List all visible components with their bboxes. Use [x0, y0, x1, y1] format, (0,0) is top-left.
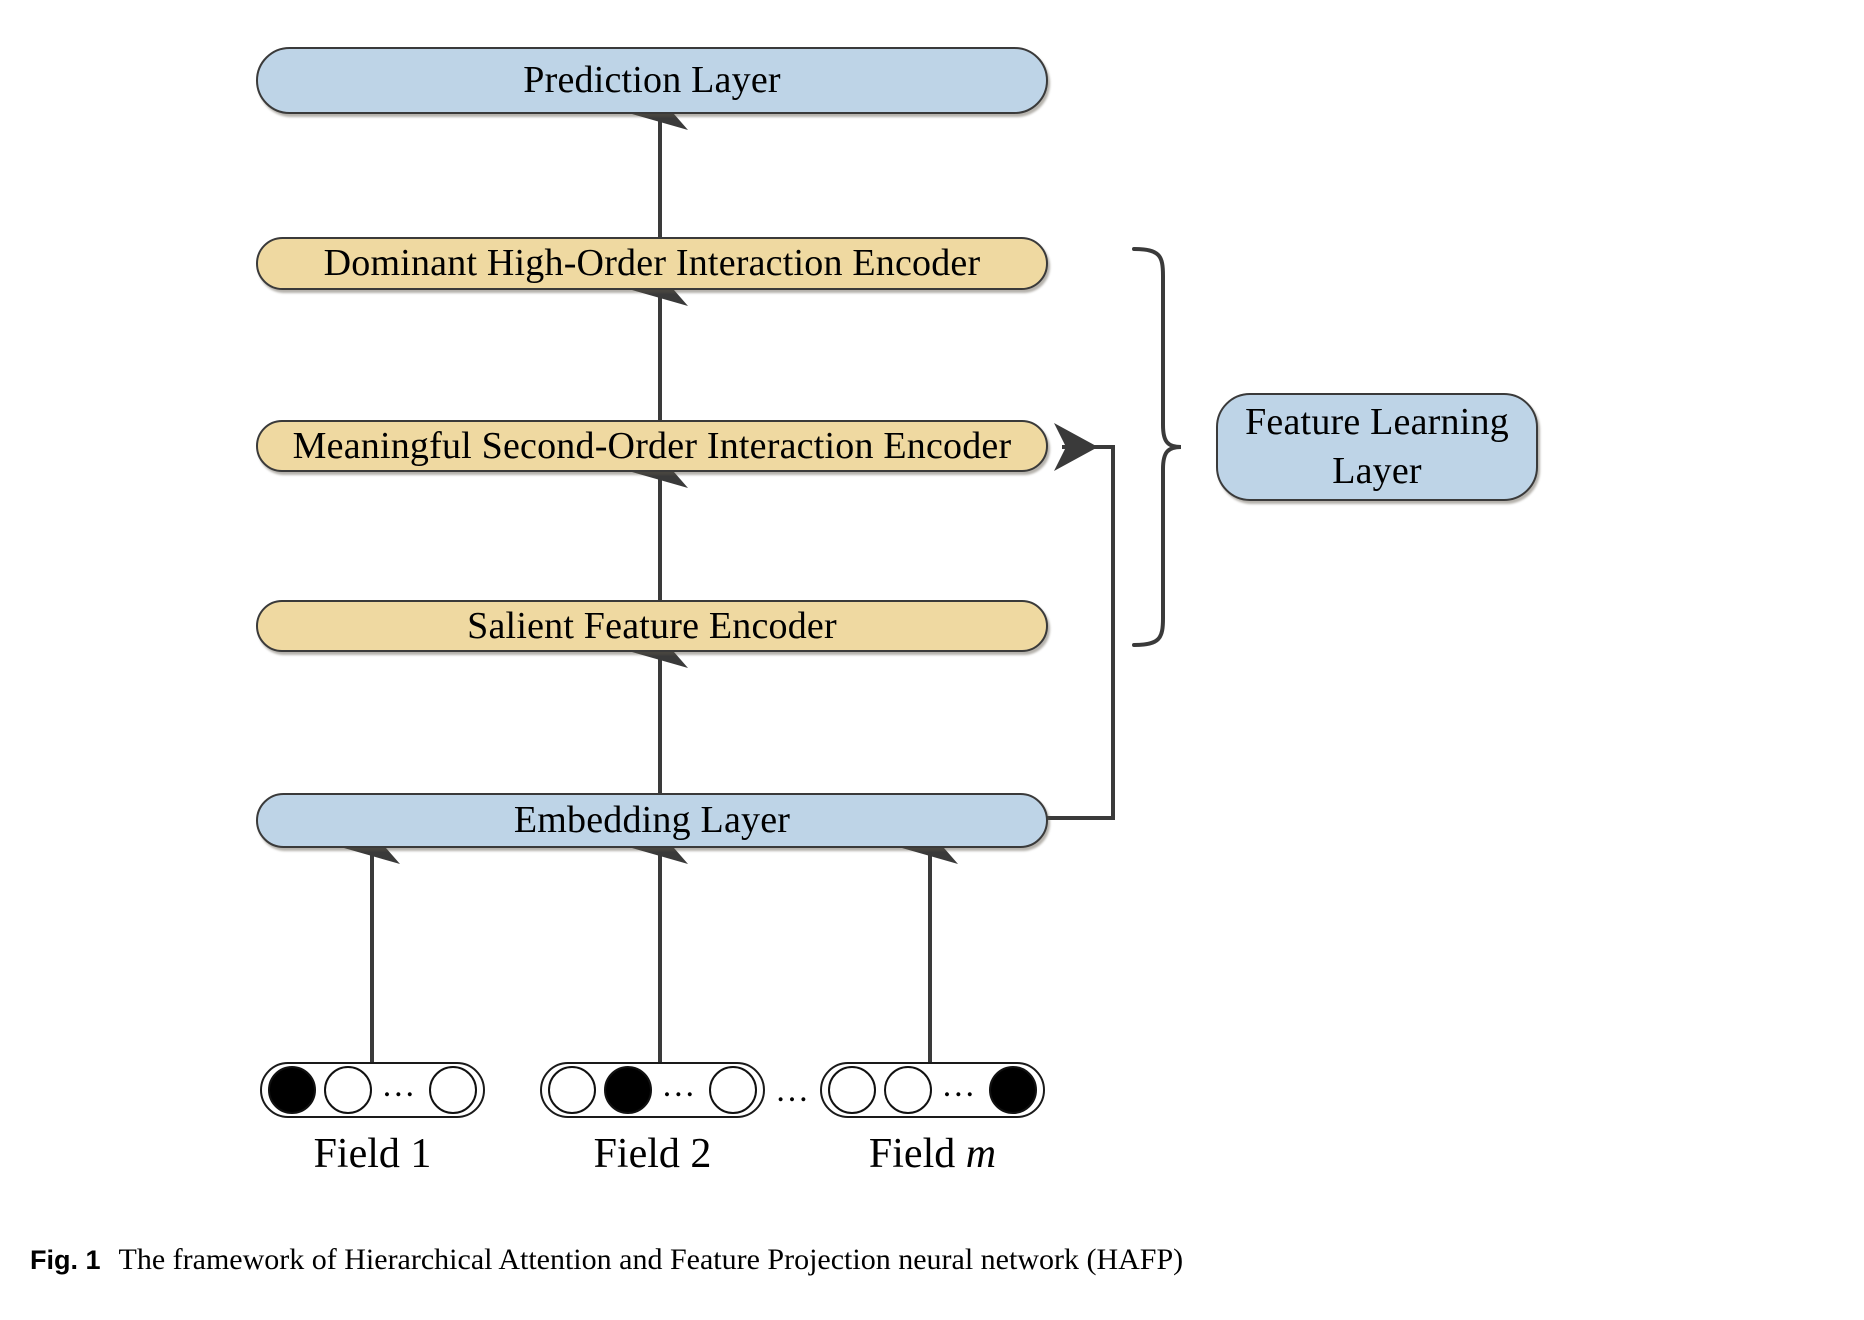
figure-caption: Fig. 1 The framework of Hierarchical Atte…	[30, 1243, 1183, 1277]
field-m-node-2	[883, 1066, 932, 1114]
box-embedding-layer[interactable]: Embedding Layer	[256, 793, 1048, 848]
box-dominant-high-order-interaction-encoder[interactable]: Dominant High-Order Interaction Encoder	[256, 237, 1048, 290]
field-1-node-last	[428, 1066, 477, 1114]
field-2-node-row: …	[540, 1062, 765, 1118]
field-1-node-row: …	[260, 1062, 485, 1118]
field-1-node-1	[268, 1066, 316, 1114]
field-2-label-prefix: Field	[593, 1131, 691, 1177]
box-prediction-layer[interactable]: Prediction Layer	[256, 47, 1048, 114]
field-m-node-1	[828, 1066, 876, 1114]
field-m-label-suffix: m	[965, 1131, 997, 1177]
field-groups-ellipsis: …	[775, 1072, 813, 1109]
field-2-label: Field 2	[540, 1130, 765, 1178]
field-2-node-1	[548, 1066, 596, 1114]
figure-caption-text: The framework of Hierarchical Attention …	[118, 1243, 1184, 1276]
field-1-node-2	[323, 1066, 372, 1114]
feature-learning-brace	[1132, 247, 1182, 647]
field-m-node-row: …	[820, 1062, 1045, 1118]
field-m-node-last	[988, 1066, 1037, 1114]
feature-learning-layer-line-1: Feature Learning	[1245, 401, 1509, 444]
field-group-m[interactable]: … Field m	[820, 1062, 1045, 1178]
field-group-1[interactable]: … Field 1	[260, 1062, 485, 1178]
box-meaningful-second-order-interaction-encoder[interactable]: Meaningful Second-Order Interaction Enco…	[256, 420, 1048, 472]
field-2-node-last	[708, 1066, 757, 1114]
field-1-label-prefix: Field	[313, 1131, 411, 1177]
field-1-label: Field 1	[260, 1130, 485, 1178]
field-1-label-suffix: 1	[410, 1131, 432, 1177]
box-feature-learning-layer[interactable]: Feature Learning Layer	[1216, 393, 1538, 501]
box-salient-feature-encoder[interactable]: Salient Feature Encoder	[256, 600, 1048, 652]
feature-learning-layer-line-2: Layer	[1332, 450, 1422, 492]
field-2-node-2	[603, 1066, 652, 1114]
field-group-2[interactable]: … Field 2	[540, 1062, 765, 1178]
field-m-label: Field m	[820, 1130, 1045, 1178]
skip-connection-embedding-to-meaningful	[1044, 423, 1115, 820]
field-m-label-prefix: Field	[868, 1131, 966, 1177]
figure-number: Fig. 1	[30, 1245, 101, 1275]
field-2-label-suffix: 2	[690, 1131, 712, 1177]
